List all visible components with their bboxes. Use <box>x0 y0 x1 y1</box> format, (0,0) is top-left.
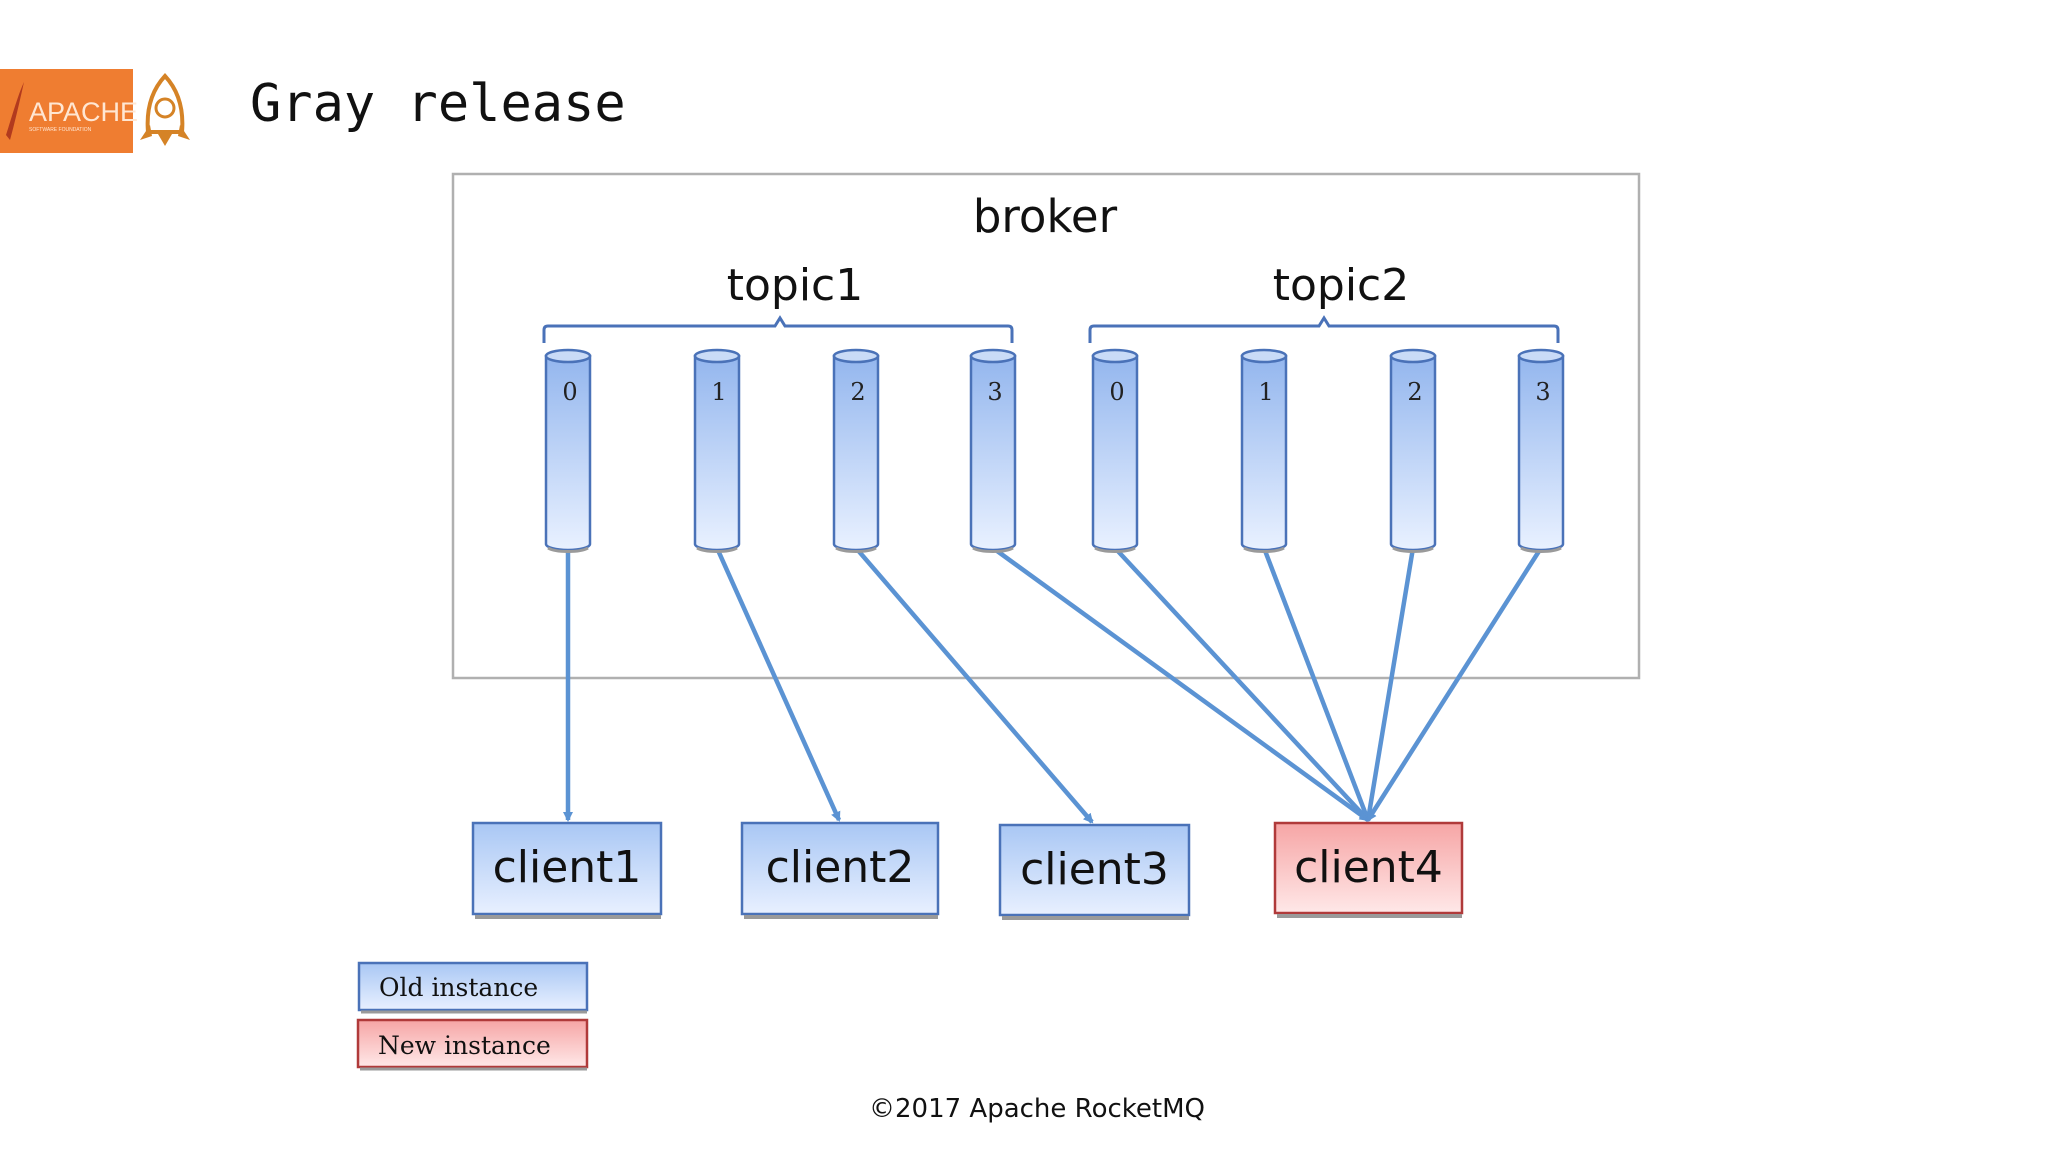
queue-cylinder-shadow <box>972 546 1014 553</box>
topic2-queue-1: 1 <box>1240 348 1288 553</box>
queue-id-label: 1 <box>711 378 726 406</box>
queue-cylinder-shadow <box>547 546 589 553</box>
topic1-brace <box>542 315 1014 343</box>
broker-label: broker <box>973 190 1118 243</box>
legend-old-label: Old instance <box>379 973 538 1002</box>
rocket-icon <box>140 73 190 146</box>
queue-cylinder-body <box>969 354 1017 552</box>
legend-old-swatch <box>357 961 589 1012</box>
queue-cylinder-top <box>1091 348 1139 364</box>
client-box-1: client1 <box>471 821 663 919</box>
topic2-queue-0: 0 <box>1091 348 1139 553</box>
queue-id-label: 0 <box>562 378 577 406</box>
queue-id-label: 2 <box>850 378 865 406</box>
client-label: client2 <box>766 842 915 893</box>
apache-logo: APACHE SOFTWARE FOUNDATION <box>0 69 190 153</box>
queue-cylinder-body <box>832 354 880 552</box>
client-label: client4 <box>1294 842 1443 893</box>
client-box-rect <box>998 823 1191 917</box>
topic2-queue-3: 3 <box>1517 348 1565 553</box>
topic1-label: topic1 <box>727 260 864 311</box>
link-arrow-t1-q2-c3 <box>854 546 1094 824</box>
queue-cylinder-shadow <box>835 546 877 553</box>
topic1-queue-3: 3 <box>969 348 1017 553</box>
queue-cylinders: 0 1 2 3 0 1 2 3 <box>544 348 1565 553</box>
queue-cylinder-top <box>1389 348 1437 364</box>
apache-logo-text: APACHE <box>29 97 138 127</box>
link-arrow-t2-q1-c4 <box>1261 547 1371 822</box>
client-label: client3 <box>1020 844 1169 895</box>
queue-cylinder-body <box>1091 354 1139 552</box>
queue-cylinder-shadow <box>1243 546 1285 553</box>
queue-client-links <box>563 546 1543 824</box>
queue-cylinder-shadow <box>1392 546 1434 553</box>
queue-cylinder-top <box>832 348 880 364</box>
queue-id-label: 0 <box>1109 378 1124 406</box>
topic2-queue-2: 2 <box>1389 348 1437 553</box>
topic1-queue-0: 0 <box>544 348 592 553</box>
client-box-2: client2 <box>740 821 940 919</box>
queue-cylinder-top <box>693 348 741 364</box>
queue-id-label: 2 <box>1407 378 1422 406</box>
client-box-rect <box>740 821 940 916</box>
topic2-label: topic2 <box>1273 260 1410 311</box>
link-arrow-t1-q3-c4 <box>991 546 1370 822</box>
queue-id-label: 3 <box>1535 378 1550 406</box>
broker-box <box>451 172 1641 680</box>
legend-new-swatch <box>356 1018 589 1069</box>
queue-cylinder-body <box>693 354 741 552</box>
queue-id-label: 1 <box>1258 378 1273 406</box>
link-arrow-t1-q1-c2 <box>714 547 842 822</box>
apache-logo-subtext: SOFTWARE FOUNDATION <box>29 127 92 133</box>
copyright-footer: ©2017 Apache RocketMQ <box>869 1094 1205 1124</box>
legend: Old instance New instance <box>356 961 589 1071</box>
client-box-3: client3 <box>998 823 1191 920</box>
client-box-rect <box>471 821 663 916</box>
queue-cylinder-top <box>1240 348 1288 364</box>
queue-cylinder-body <box>1517 354 1565 552</box>
page-title: Gray release <box>250 74 626 134</box>
topic1-queue-1: 1 <box>693 348 741 553</box>
topic2-brace <box>1088 315 1560 343</box>
topic1-queue-2: 2 <box>832 348 880 553</box>
queue-cylinder-body <box>544 354 592 552</box>
client-boxes: client1 client2 client3 client4 <box>471 821 1464 920</box>
queue-cylinder-body <box>1240 354 1288 552</box>
queue-cylinder-body <box>1389 354 1437 552</box>
apache-logo-background <box>0 69 133 153</box>
queue-cylinder-shadow <box>696 546 738 553</box>
client-box-rect <box>1273 821 1464 915</box>
legend-new-label: New instance <box>378 1031 551 1060</box>
apache-feather-icon <box>6 82 24 140</box>
client-label: client1 <box>493 842 642 893</box>
queue-id-label: 3 <box>987 378 1002 406</box>
link-arrow-t2-q0-c4 <box>1113 546 1370 822</box>
queue-cylinder-shadow <box>1520 546 1562 553</box>
queue-cylinder-top <box>544 348 592 364</box>
link-arrow-t2-q2-c4 <box>1364 547 1416 822</box>
queue-cylinder-shadow <box>1094 546 1136 553</box>
queue-cylinder-top <box>1517 348 1565 364</box>
queue-cylinder-top <box>969 348 1017 364</box>
client-box-4: client4 <box>1273 821 1464 918</box>
link-arrow-t2-q3-c4 <box>1366 546 1543 822</box>
